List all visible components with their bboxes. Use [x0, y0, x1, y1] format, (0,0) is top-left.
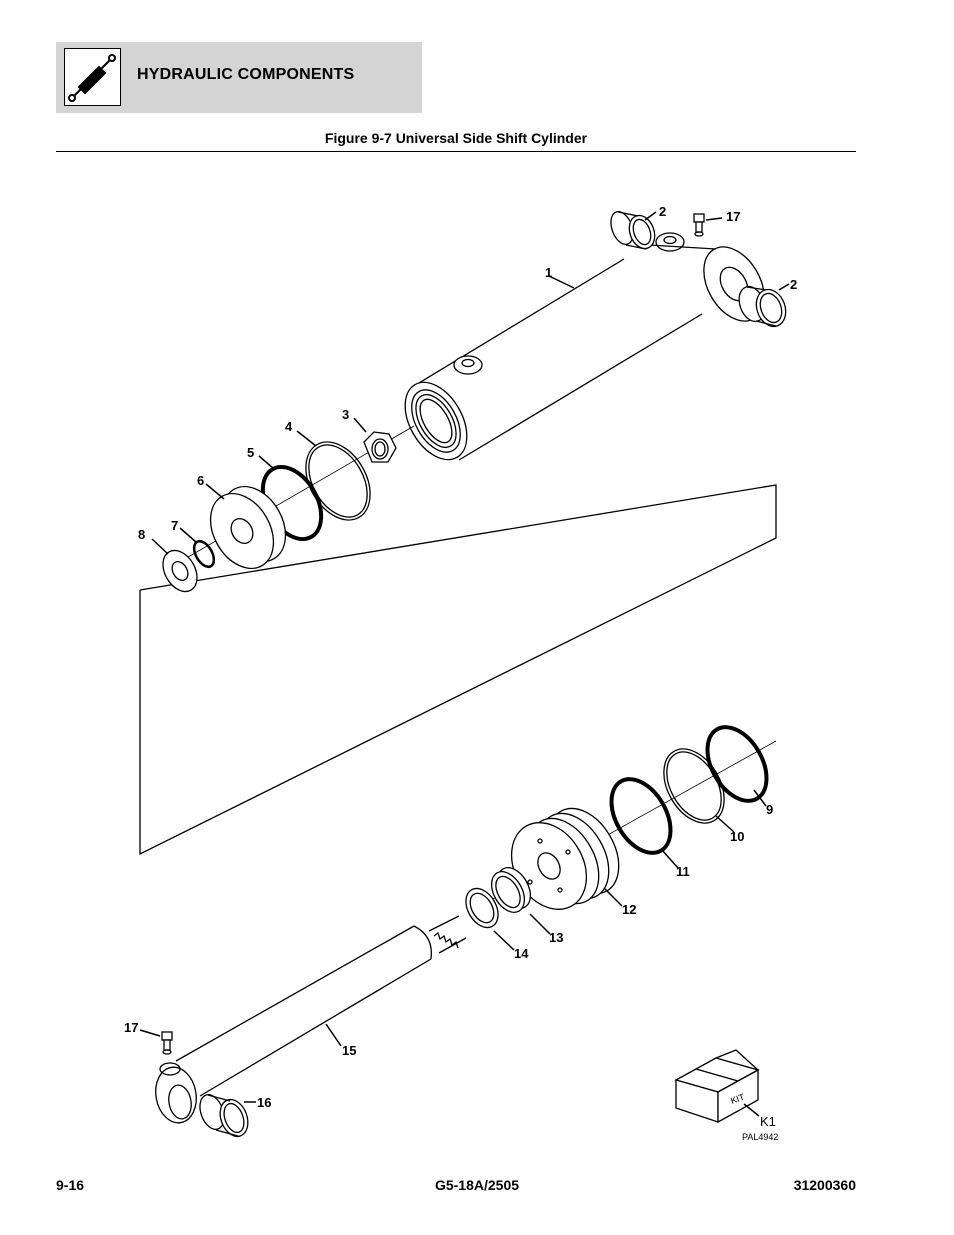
callout-1: 1 [545, 265, 552, 280]
callout-11: 11 [676, 864, 690, 879]
callout-16: 16 [257, 1095, 271, 1110]
section-header: HYDRAULIC COMPONENTS [56, 42, 422, 113]
part-17-grease-fitting-bottom [161, 1031, 173, 1055]
part-7-o-ring [192, 539, 216, 569]
header-divider [56, 151, 856, 152]
callout-4: 4 [285, 419, 293, 434]
model-number: G5-18A/2505 [434, 1177, 520, 1193]
callout-6: 6 [197, 473, 204, 488]
callout-3: 3 [342, 407, 349, 422]
figure-title: Figure 9-7 Universal Side Shift Cylinder [324, 130, 588, 146]
callout-17-bottom: 17 [124, 1020, 138, 1035]
callout-5: 5 [247, 445, 254, 460]
part-8-washer [162, 549, 198, 593]
part-13-wiper [490, 867, 532, 913]
callout-8: 8 [138, 527, 145, 542]
kit-bracket-outline [139, 484, 777, 856]
kit-box-icon [674, 1049, 760, 1124]
part-2-bushing-right [738, 285, 787, 328]
callout-2-top: 2 [659, 204, 666, 219]
callout-17-top: 17 [726, 209, 740, 224]
part-3-lock-nut [363, 431, 397, 463]
part-4-backup-ring [305, 441, 371, 521]
drawing-id: PAL4942 [742, 1132, 778, 1142]
kit-box-text: KIT [729, 1092, 746, 1106]
hydraulic-cylinder-icon [64, 48, 121, 106]
part-1-barrel [404, 232, 765, 461]
callout-15: 15 [342, 1043, 356, 1058]
part-14-rod-seal [465, 887, 499, 929]
part-number: 31200360 [793, 1177, 856, 1193]
callout-9: 9 [766, 802, 773, 817]
part-2-bushing-top [610, 211, 656, 250]
part-12-gland [510, 807, 620, 910]
part-15-rod [155, 915, 467, 1124]
kit-label: K1 [760, 1114, 776, 1129]
callout-14: 14 [514, 946, 529, 961]
part-17-grease-fitting-top [693, 213, 705, 237]
part-6-piston [209, 485, 287, 570]
callout-12: 12 [622, 902, 636, 917]
exploded-parts-diagram: 1 2 2 17 3 4 5 6 7 8 9 10 11 12 13 14 15… [104, 166, 800, 1160]
callout-10: 10 [730, 829, 744, 844]
part-9-o-ring [705, 725, 769, 803]
callout-13: 13 [549, 930, 563, 945]
section-title: HYDRAULIC COMPONENTS [137, 66, 355, 83]
part-16-bushing [199, 1094, 249, 1138]
page-number: 9-16 [56, 1177, 85, 1193]
callout-2-right: 2 [790, 277, 797, 292]
callout-7: 7 [171, 518, 178, 533]
